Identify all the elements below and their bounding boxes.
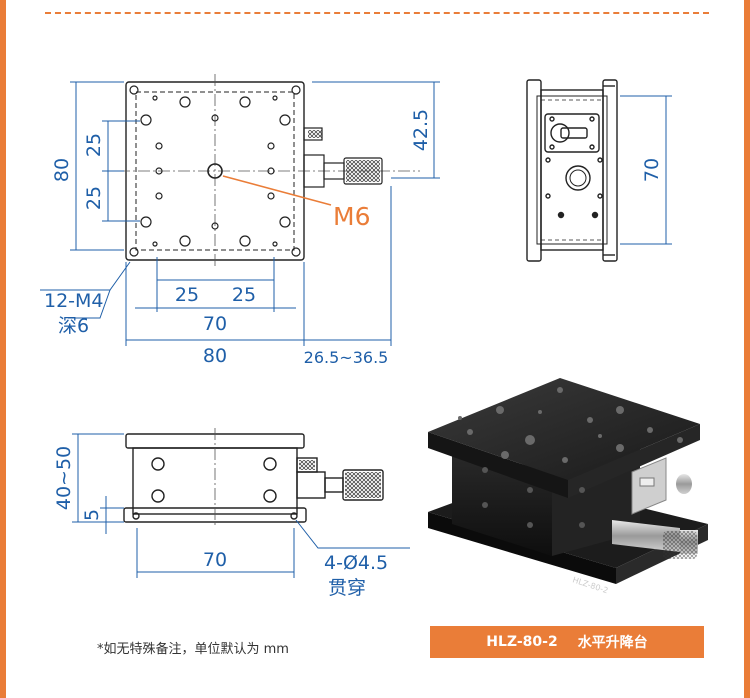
- dim-micrometer-height: 42.5: [410, 109, 432, 151]
- unit-footnote: *如无特殊备注，单位默认为 mm: [97, 642, 289, 657]
- m6-callout: [222, 175, 332, 206]
- dim-height-80: 80: [51, 158, 73, 182]
- dim-x-spacing-left: 25: [175, 284, 199, 306]
- product-model: HLZ-80-2: [486, 634, 558, 650]
- dim-side-height-70: 70: [641, 158, 663, 182]
- left-border: [0, 0, 6, 698]
- dim-x-span-70: 70: [203, 313, 227, 335]
- dim-micrometer-range: 26.5~36.5: [304, 348, 389, 367]
- product-image: HLZ-80-2: [428, 378, 708, 595]
- product-name: 水平升降台: [577, 635, 648, 651]
- top-dashed-divider: [45, 12, 709, 14]
- top-view: [118, 74, 420, 268]
- m6-callout-label: M6: [333, 202, 370, 231]
- hole-depth-label: 深6: [58, 315, 89, 337]
- mount-hole-note: 贯穿: [328, 577, 366, 599]
- m6-hole: [207, 163, 223, 179]
- mount-hole-label: 4-Ø4.5: [324, 552, 388, 574]
- dim-x-spacing-right: 25: [232, 284, 256, 306]
- dim-spacing-lower: 25: [83, 186, 105, 210]
- top-holes: [129, 85, 301, 257]
- side-view-dimensions: [620, 95, 672, 245]
- front-view: [123, 428, 384, 528]
- hole-spec-label: 12-M4: [44, 290, 104, 312]
- right-border: [744, 0, 750, 698]
- top-view-dimensions: [40, 81, 440, 346]
- dim-height-range: 40~50: [53, 446, 75, 510]
- front-view-dimensions: [72, 433, 410, 578]
- dim-hole-spacing-70: 70: [203, 549, 227, 571]
- dim-spacing-upper: 25: [83, 133, 105, 157]
- side-view: [526, 79, 618, 262]
- dim-base-thickness: 5: [81, 509, 103, 521]
- top-micrometer: [303, 127, 383, 188]
- dim-width-80: 80: [203, 345, 227, 367]
- product-label: HLZ-80-2 水平升降台: [430, 626, 704, 658]
